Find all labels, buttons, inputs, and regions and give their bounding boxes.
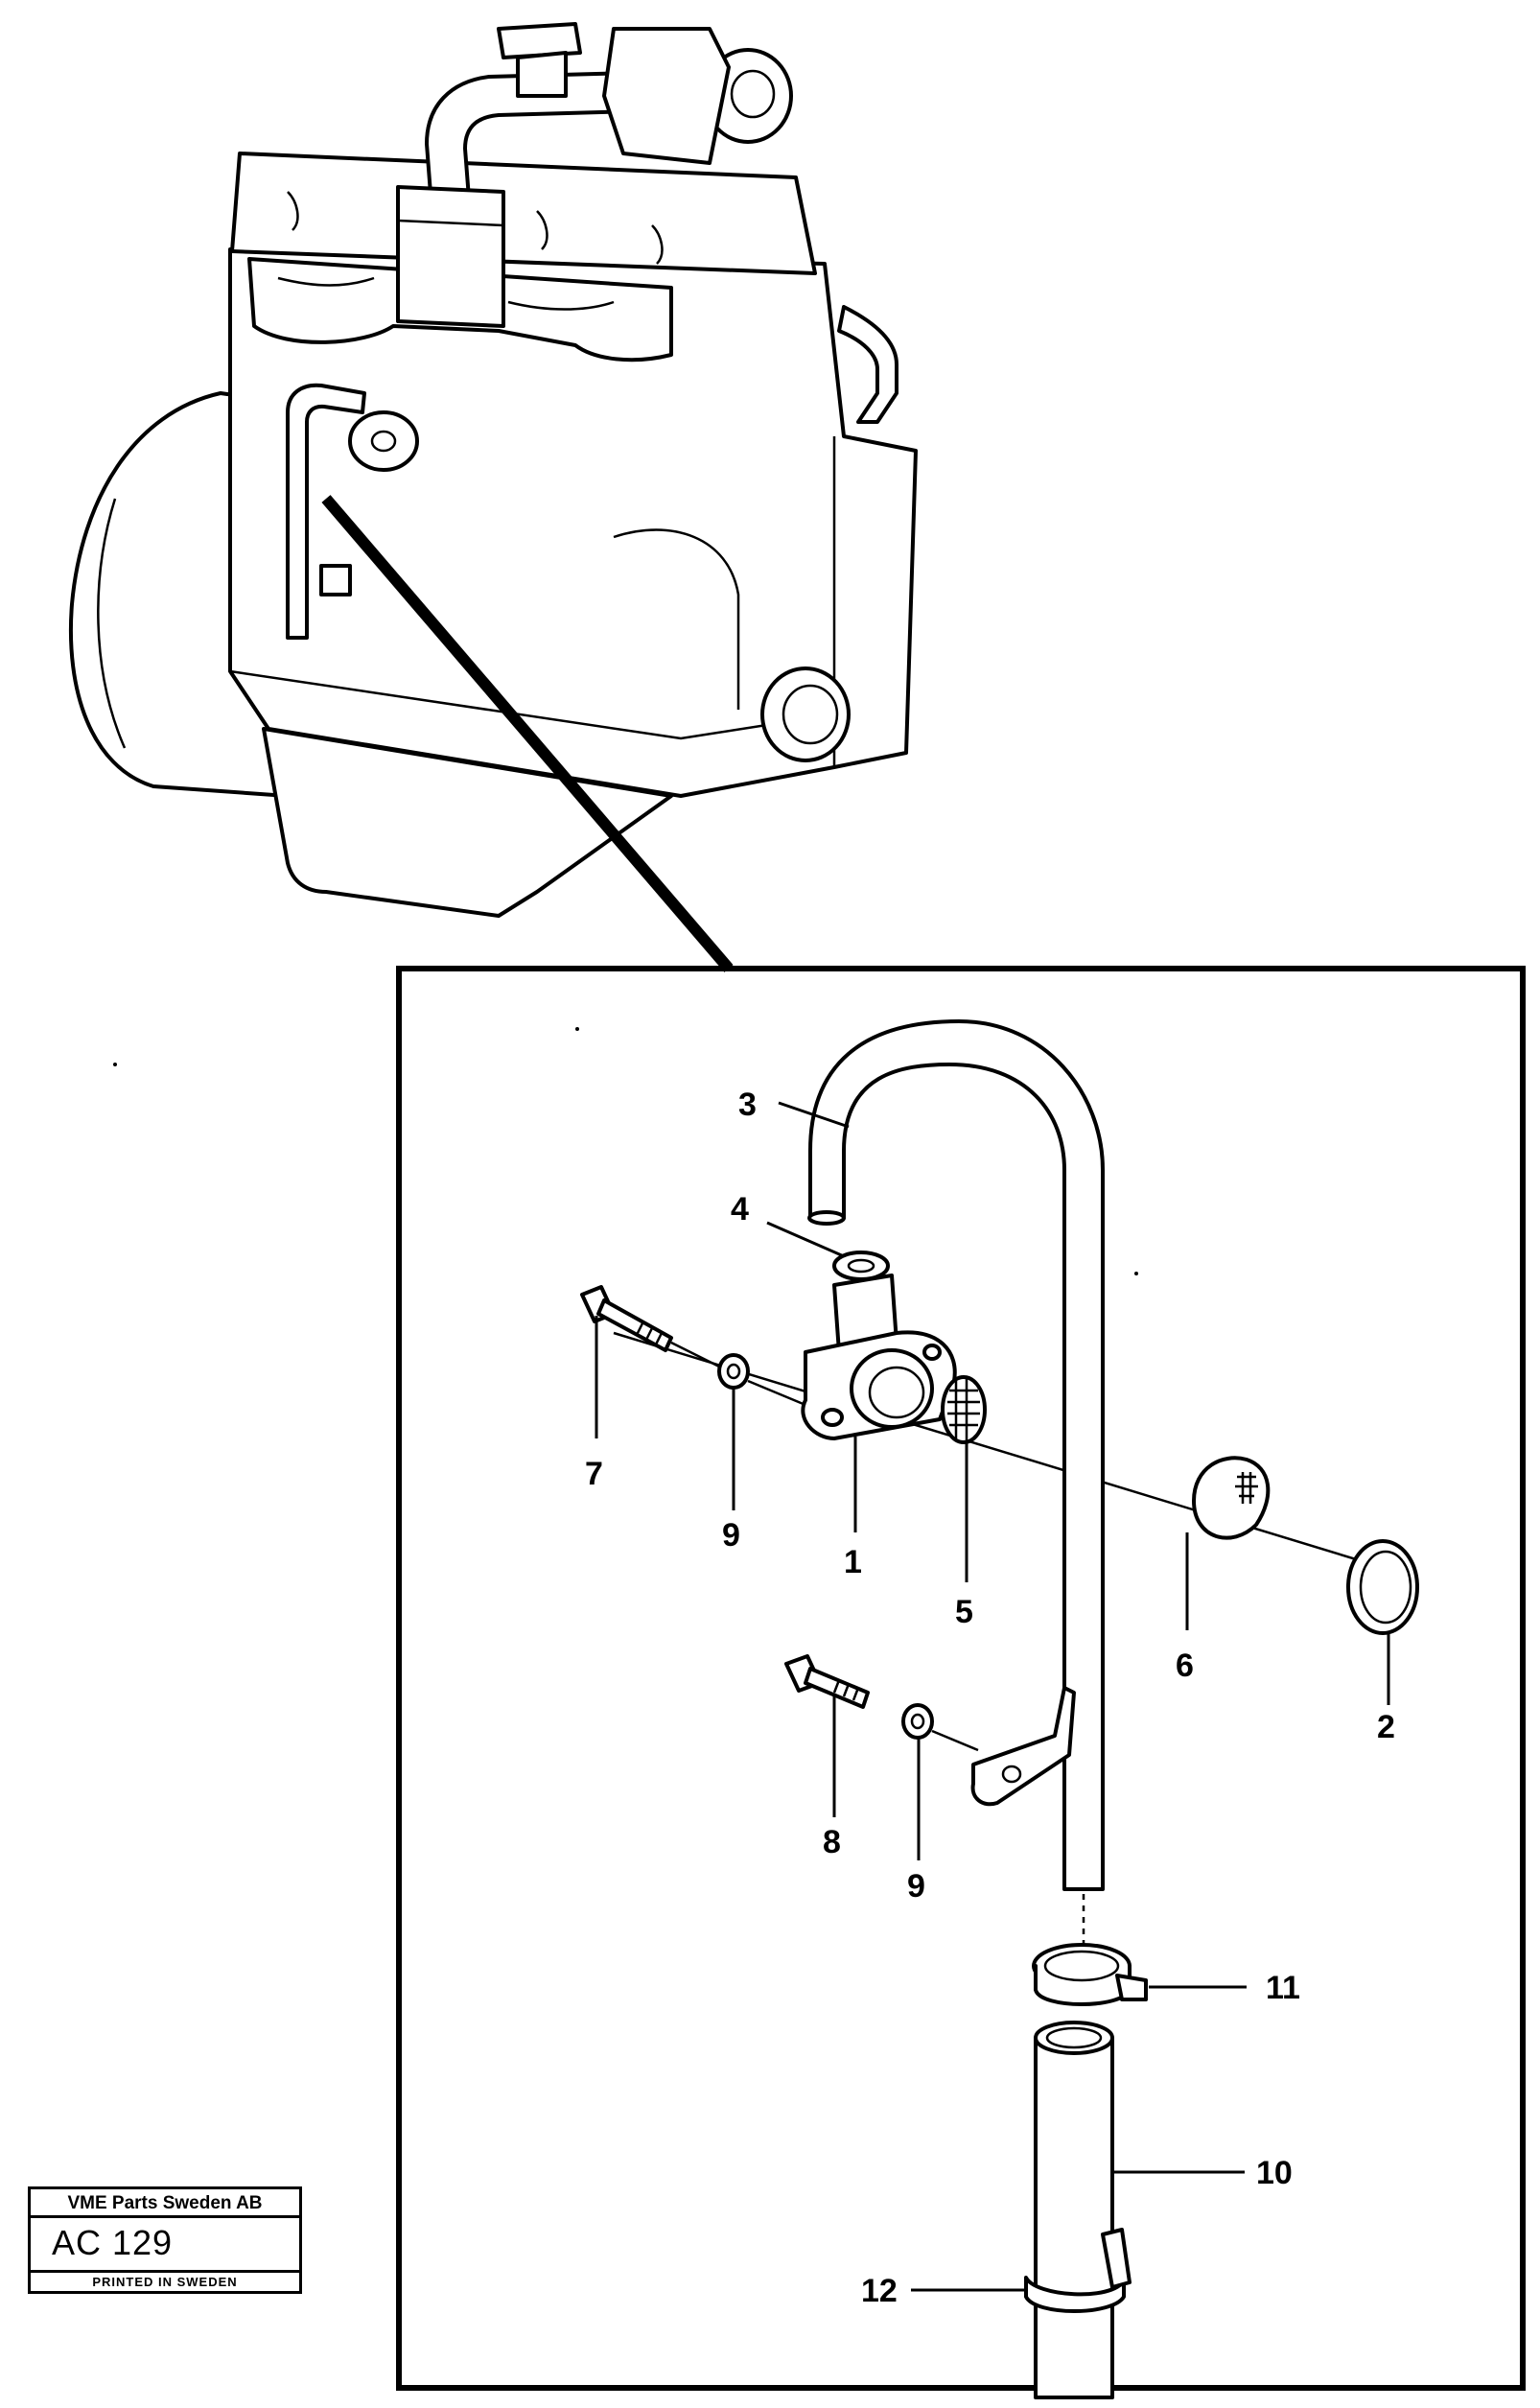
callout-6: 6 — [1176, 1648, 1194, 1684]
part-pipe-bracket — [970, 1686, 1076, 1807]
callout-9-lower: 9 — [907, 1868, 925, 1905]
part-bolt-lower — [784, 1654, 870, 1709]
part-bolt-upper — [580, 1285, 720, 1368]
engine-illustration — [68, 22, 918, 918]
callout-numbers: 3 4 7 9 1 5 6 2 8 9 11 10 12 — [585, 1087, 1395, 2309]
callout-3: 3 — [738, 1087, 757, 1123]
callout-5: 5 — [955, 1594, 973, 1630]
printed-notice: PRINTED IN SWEDEN — [31, 2270, 299, 2291]
callout-12: 12 — [861, 2273, 898, 2309]
callout-2: 2 — [1377, 1709, 1395, 1745]
title-block: VME Parts Sweden AB AC 129 PRINTED IN SW… — [28, 2186, 302, 2294]
callout-8: 8 — [823, 1824, 841, 1860]
callout-4: 4 — [731, 1191, 749, 1227]
part-ring — [1346, 1539, 1419, 1635]
part-flange-housing — [801, 1274, 957, 1440]
part-washer-upper — [717, 1353, 750, 1390]
part-hose — [1034, 2021, 1114, 2399]
detail-frame — [396, 966, 1526, 2391]
company-name: VME Parts Sweden AB — [31, 2189, 299, 2218]
detail-leader-line — [321, 495, 734, 972]
callout-11: 11 — [1266, 1970, 1300, 2006]
callout-7: 7 — [585, 1456, 603, 1492]
diagram-code: AC 129 — [52, 2223, 174, 2262]
callout-leaders — [595, 1101, 1390, 2292]
callout-10: 10 — [1256, 2155, 1293, 2191]
callout-1: 1 — [844, 1544, 862, 1580]
part-cap — [1192, 1456, 1271, 1540]
part-breather-pipe — [808, 1019, 1105, 1891]
part-hose-clamp-lower — [1024, 2228, 1132, 2313]
part-washer-lower — [901, 1703, 934, 1740]
part-strainer — [941, 1375, 987, 1444]
callout-9-upper: 9 — [722, 1517, 740, 1554]
part-hose-clamp-upper — [1032, 1943, 1148, 2006]
